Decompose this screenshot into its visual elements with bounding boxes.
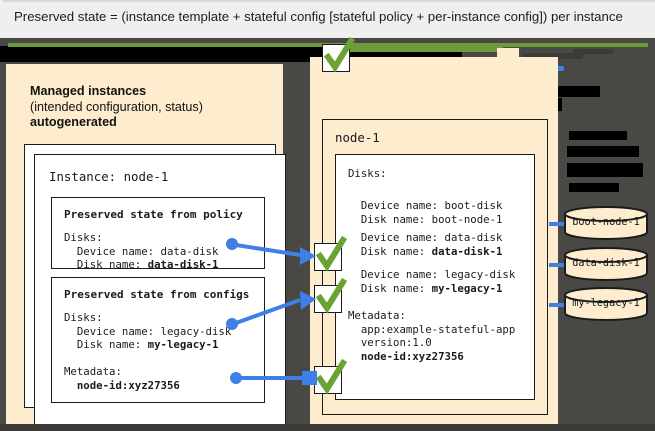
check-icon (315, 235, 348, 272)
disk-cylinder-icon (564, 247, 648, 281)
check-icon (315, 277, 348, 314)
metadata-node-id-value: node-id:xyz27356 (360, 349, 464, 363)
legacy-disk-entry: Device name: legacy-disk Disk name: my-l… (360, 268, 516, 295)
connector-dot (226, 238, 238, 250)
arrow-icon (302, 371, 317, 385)
managed-instances-title-line3: autogenerated (30, 115, 117, 129)
check-icon (323, 36, 356, 73)
preserved-state-from-configs-box: Preserved state from configs Disks: Devi… (51, 277, 265, 403)
caption-rule (3, 0, 655, 2)
disk-my-legacy-1: my-legacy-1 (562, 286, 650, 321)
disk-connector-data (549, 263, 574, 267)
disk-connector-boot (549, 222, 574, 226)
configs-metadata-value: node-id:xyz27356 (76, 378, 180, 392)
redaction-bottom (0, 424, 655, 431)
redaction-soft-top-right (523, 53, 583, 59)
instance-card: Instance: node-1 Preserved state from po… (34, 154, 286, 426)
data-disk-name-value: data-disk-1 (431, 244, 503, 258)
caption-text: Preserved state = (instance template + s… (14, 9, 623, 24)
node-card: node-1 Disks: Device name: boot-disk Dis… (322, 119, 548, 415)
policy-box-body: Disks: Device name: data-disk Disk name:… (64, 231, 219, 272)
caption-banner: Preserved state = (instance template + s… (0, 0, 655, 38)
disk-data-disk-1: data-disk-1 (562, 246, 650, 281)
disk-connector-legacy (549, 303, 574, 307)
managed-instances-title-line2: (intended configuration, status) (30, 99, 203, 114)
redaction-block-right-4 (569, 183, 619, 192)
managed-instances-title-line1: Managed instances (30, 84, 147, 98)
disk-boot-node-1: boot-node-1 (562, 205, 650, 240)
redaction-block-right-3 (567, 163, 643, 177)
redaction-soft-top-right-2 (573, 49, 613, 54)
managed-instances-panel: Managed instances (intended configuratio… (6, 64, 286, 426)
redaction-block-right-1 (569, 131, 627, 140)
check-badge-data-disk (314, 235, 348, 272)
metadata-block: Metadata: app:example-stateful-app versi… (348, 309, 516, 363)
managed-instances-title: Managed instances (intended configuratio… (30, 84, 280, 131)
disks-label: Disks: (348, 167, 387, 180)
redaction-block-right-2 (567, 146, 639, 157)
check-badge-legacy-disk (314, 277, 348, 314)
check-badge-top-obscured (322, 36, 356, 73)
data-disk-entry: Device name: data-disk Disk name: data-d… (360, 231, 503, 258)
connector-dot (226, 318, 238, 330)
node-card-title: node-1 (335, 130, 380, 145)
disk-label: my-legacy-1 (572, 298, 640, 309)
disk-cylinder-icon (564, 287, 648, 321)
boot-disk-entry: Device name: boot-disk Disk name: boot-n… (360, 199, 503, 226)
configs-box-title: Preserved state from configs (64, 288, 250, 301)
arrow-icon (300, 247, 316, 265)
check-icon (315, 358, 348, 395)
actual-instance-panel: node-1 Disks: Device name: boot-disk Dis… (310, 57, 558, 424)
preserved-state-from-policy-box: Preserved state from policy Disks: Devic… (51, 197, 265, 272)
instance-card-header: Instance: node-1 (49, 169, 169, 184)
disk-cylinder-icon (564, 206, 648, 240)
policy-box-title: Preserved state from policy (64, 208, 243, 221)
configs-disk-name-value: my-legacy-1 (147, 338, 219, 352)
disk-label: data-disk-1 (572, 258, 640, 269)
node-disks-box: Disks: Device name: boot-disk Disk name:… (335, 154, 535, 400)
connector-dot (230, 372, 242, 384)
green-highlight-bar-2 (335, 45, 503, 52)
policy-disk-name-value: data-disk-1 (147, 258, 219, 272)
legacy-disk-name-value: my-legacy-1 (431, 281, 503, 295)
disk-label: boot-node-1 (572, 217, 640, 228)
check-badge-metadata (314, 358, 348, 395)
configs-box-body: Disks: Device name: legacy-disk Disk nam… (64, 311, 232, 392)
arrow-icon (300, 291, 316, 310)
